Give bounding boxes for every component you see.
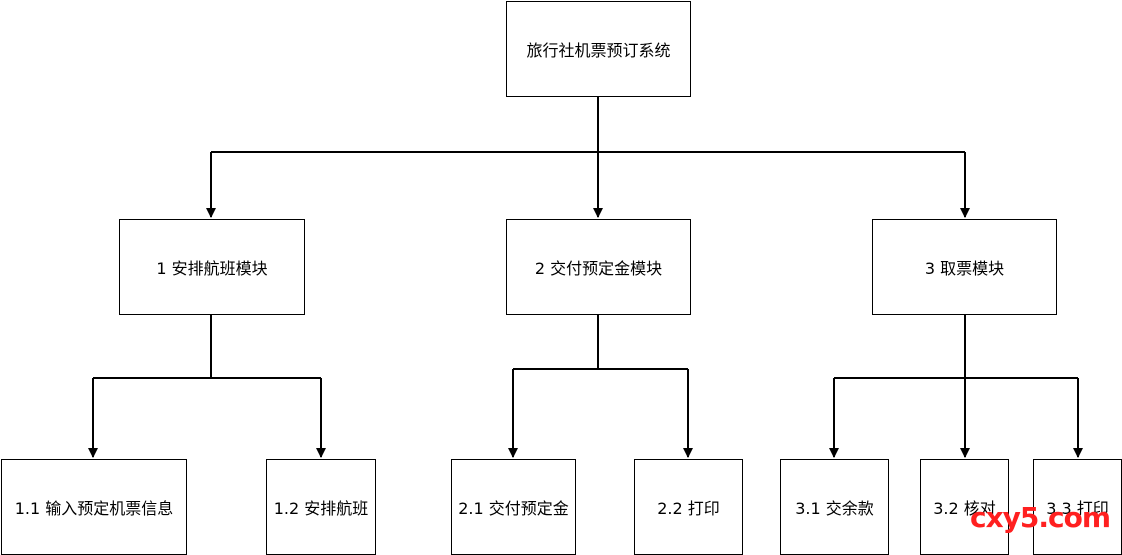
submodule-3-2-node: 3.2 核对 bbox=[920, 459, 1009, 555]
root-node: 旅行社机票预订系统 bbox=[506, 1, 691, 97]
submodule-2-1-node: 2.1 交付预定金 bbox=[451, 459, 576, 555]
module-3-connectors bbox=[829, 314, 1083, 458]
module-1-connectors bbox=[88, 314, 326, 458]
module-2-connectors bbox=[508, 314, 693, 458]
module-1-node: 1 安排航班模块 bbox=[119, 219, 305, 315]
submodule-2-2-node: 2.2 打印 bbox=[634, 459, 743, 555]
module-3-node: 3 取票模块 bbox=[872, 219, 1057, 315]
submodule-3-1-node: 3.1 交余款 bbox=[780, 459, 889, 555]
module-2-node: 2 交付预定金模块 bbox=[506, 219, 691, 315]
submodule-1-2-node: 1.2 安排航班 bbox=[266, 459, 376, 555]
submodule-1-1-node: 1.1 输入预定机票信息 bbox=[1, 459, 187, 555]
submodule-3-3-node: 3.3 打印 bbox=[1033, 459, 1122, 555]
watermark: cxy5.com bbox=[969, 501, 1111, 534]
root-connectors bbox=[206, 96, 970, 218]
